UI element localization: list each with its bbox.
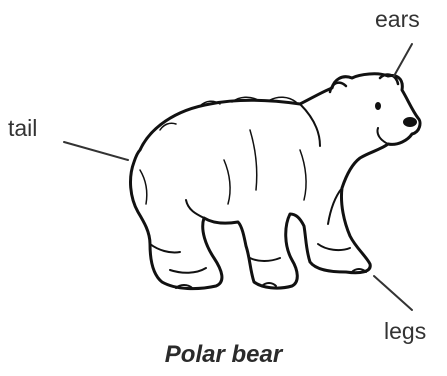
- ears-leader-line: [394, 44, 412, 76]
- tail-label: tail: [8, 117, 37, 140]
- bear-nose: [403, 117, 417, 127]
- diagram-caption: Polar bear: [0, 343, 447, 367]
- legs-label: legs: [384, 320, 426, 343]
- ears-label: ears: [375, 8, 420, 31]
- bear-eye: [375, 102, 381, 110]
- polar-bear-drawing: [131, 74, 420, 289]
- leader-lines: [64, 44, 412, 310]
- tail-leader-line: [64, 142, 128, 160]
- legs-leader-line: [374, 276, 412, 310]
